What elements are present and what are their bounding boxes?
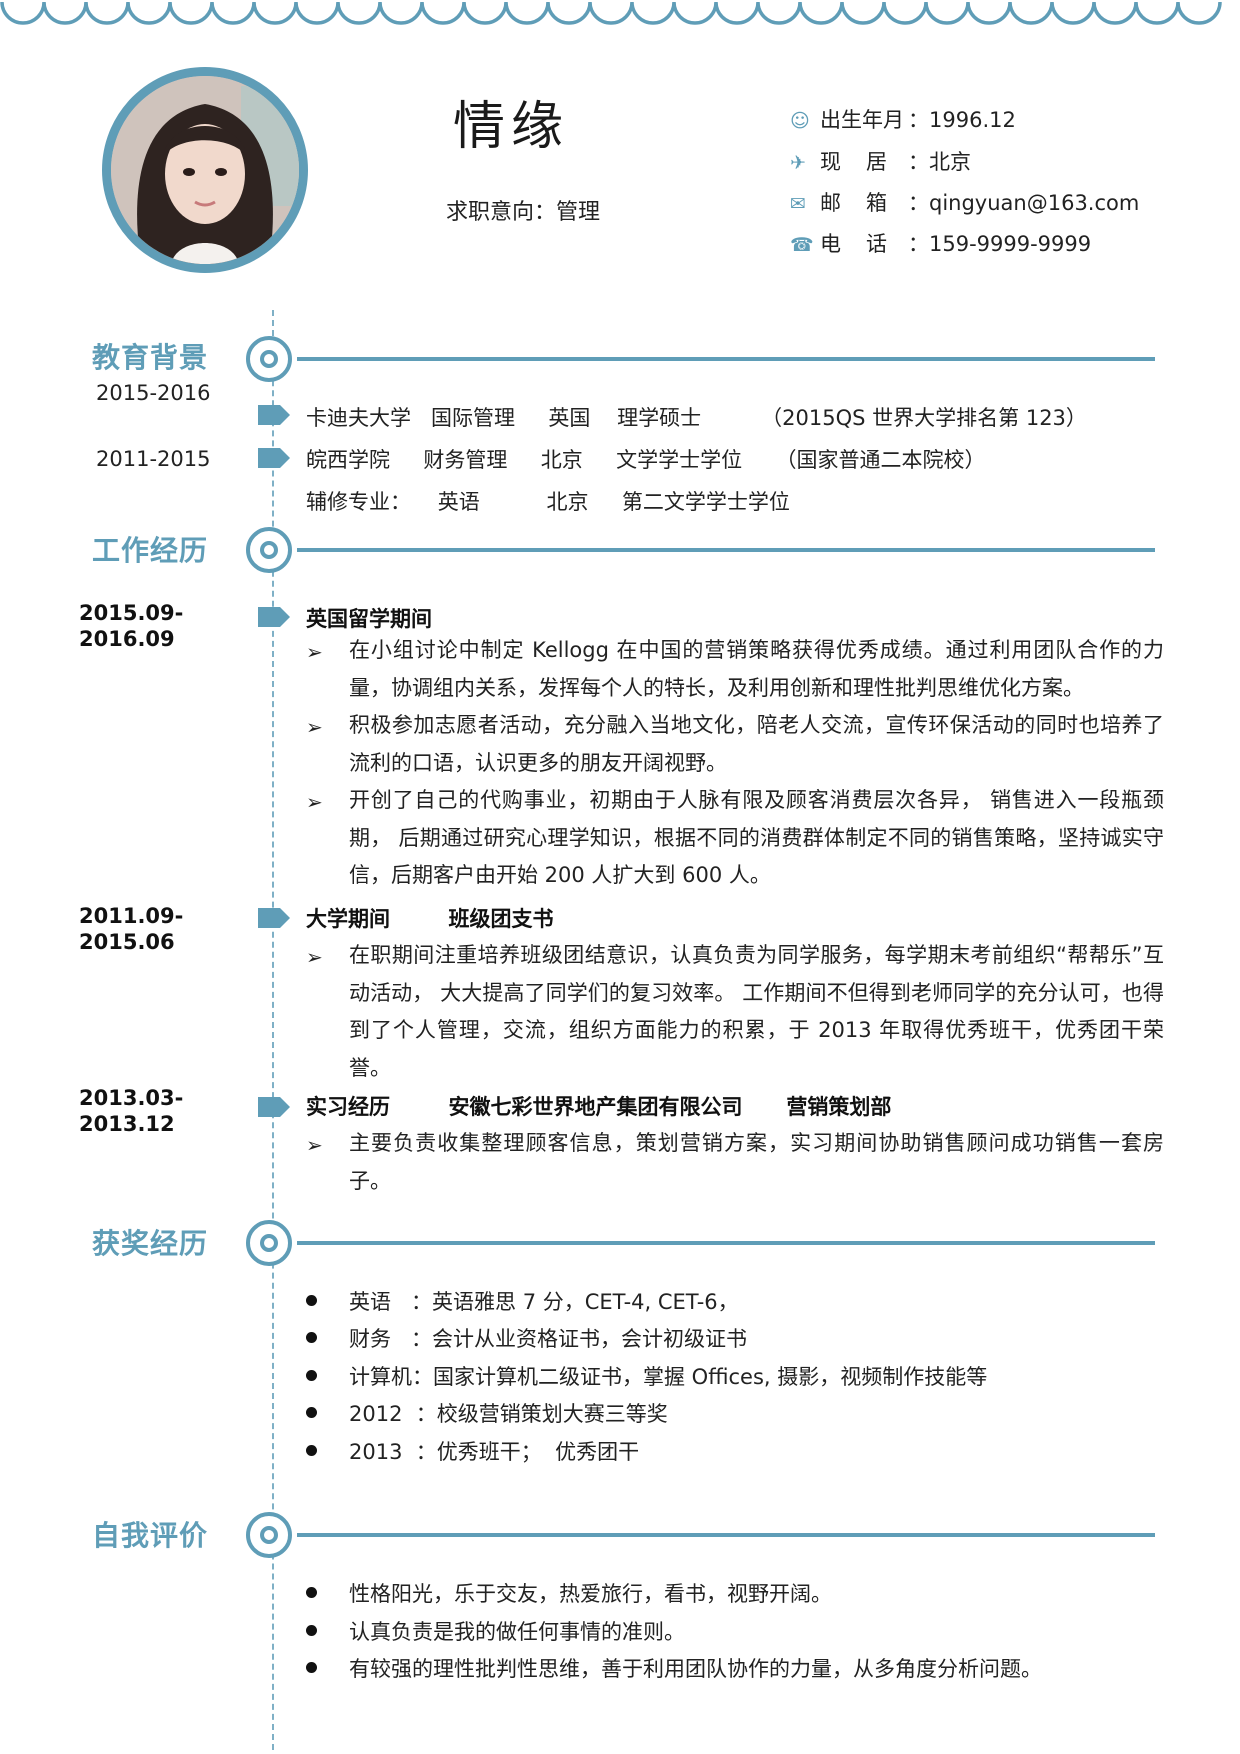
- job-date-end: 2016.09: [79, 627, 175, 651]
- section-title-awards: 获奖经历: [92, 1227, 209, 1260]
- job-date: 2011.09- 2015.06: [79, 903, 183, 955]
- bullet-dot: [306, 1662, 317, 1673]
- tag-arrow-icon: [258, 908, 290, 928]
- timeline-line: [272, 310, 274, 1750]
- tag-arrow-icon: [258, 1097, 290, 1117]
- section-title-self: 自我评价: [92, 1519, 209, 1552]
- info-value[interactable]: ：qingyuan@163.com: [908, 191, 1140, 215]
- section-divider: [297, 1241, 1155, 1245]
- info-birth: ☺ 出生年月：1996.12: [790, 104, 1016, 134]
- job-bullet-text: 在职期间注重培养班级团结意识，认真负责为同学服务，每学期末考前组织“帮帮乐”互动…: [349, 943, 1164, 1080]
- bullet-dot: [306, 1295, 317, 1306]
- arrow-bullet-icon: ➢: [306, 945, 323, 969]
- tag-arrow-icon: [258, 448, 290, 468]
- job-bullet-text: 主要负责收集整理顾客信息，策划营销方案，实习期间协助销售顾问成功销售一套房子。: [349, 1131, 1164, 1193]
- bullet-dot: [306, 1370, 317, 1381]
- section-divider: [297, 357, 1155, 361]
- job-date: 2015.09- 2016.09: [79, 600, 183, 652]
- bullet-dot: [306, 1445, 317, 1456]
- bullet-dot: [306, 1407, 317, 1418]
- info-value: ：1996.12: [908, 108, 1016, 132]
- info-phone: ☎ 电话：159-9999-9999: [790, 228, 1091, 258]
- job-date-end: 2015.06: [79, 930, 175, 954]
- arrow-bullet-icon: ➢: [306, 640, 323, 664]
- mail-icon: ✉: [790, 193, 806, 215]
- info-residence: ✈ 现居：北京: [790, 146, 971, 176]
- edu-year: 2015-2016: [96, 381, 211, 405]
- target-icon: [246, 1512, 292, 1558]
- smile-icon: ☺: [790, 110, 810, 132]
- section-divider: [297, 548, 1155, 552]
- award-item: 英语 ：英语雅思 7 分，CET-4, CET-6，: [349, 1290, 739, 1314]
- job-title: 大学期间 班级团支书: [306, 907, 554, 931]
- section-title-education: 教育背景: [92, 341, 209, 374]
- edu-line-minor: 辅修专业： 英语 北京 第二文学学士学位: [306, 490, 790, 514]
- job-date-start: 2015.09-: [79, 601, 184, 625]
- job-date-end: 2013.12: [79, 1112, 175, 1136]
- arrow-bullet-icon: ➢: [306, 790, 323, 814]
- info-label: 出生年月: [820, 108, 904, 132]
- info-label: 邮箱: [820, 191, 912, 215]
- section-divider: [297, 1533, 1155, 1537]
- award-item: 计算机：国家计算机二级证书，掌握 Offices, 摄影，视频制作技能等: [349, 1365, 988, 1389]
- bullet-dot: [306, 1587, 317, 1598]
- info-value[interactable]: ：159-9999-9999: [908, 232, 1092, 256]
- award-item: 2013 ：优秀班干； 优秀团干: [349, 1440, 640, 1464]
- candidate-name: 情缘: [453, 97, 570, 157]
- job-title: 实习经历 安徽七彩世界地产集团有限公司 营销策划部: [306, 1095, 892, 1119]
- target-icon: [246, 336, 292, 382]
- tag-arrow-icon: [258, 405, 290, 425]
- self-item: 有较强的理性批判性思维，善于利用团队协作的力量，从多角度分析问题。: [349, 1657, 1042, 1681]
- edu-year: 2011-2015: [96, 447, 211, 471]
- scallop-border: [0, 1, 1222, 25]
- target-icon: [246, 1220, 292, 1266]
- self-item: 认真负责是我的做任何事情的准则。: [349, 1620, 685, 1644]
- info-label: 电话: [820, 232, 912, 256]
- info-email: ✉ 邮箱：qingyuan@163.com: [790, 187, 1139, 217]
- edu-line: 皖西学院 财务管理 北京 文学学士学位 （国家普通二本院校）: [306, 448, 986, 472]
- job-date-start: 2011.09-: [79, 904, 184, 928]
- section-title-work: 工作经历: [92, 534, 209, 567]
- job-title: 英国留学期间: [306, 607, 432, 631]
- profile-photo: [102, 67, 308, 273]
- job-bullet-text: 在小组讨论中制定 Kellogg 在中国的营销策略获得优秀成绩。通过利用团队合作…: [349, 638, 1164, 700]
- bullet-dot: [306, 1332, 317, 1343]
- job-bullet-text: 积极参加志愿者活动，充分融入当地文化，陪老人交流，宣传环保活动的同时也培养了流利…: [349, 713, 1164, 775]
- edu-line: 卡迪夫大学 国际管理 英国 理学硕士 （2015QS 世界大学排名第 123）: [306, 406, 1087, 430]
- self-item: 性格阳光，乐于交友，热爱旅行，看书，视野开阔。: [349, 1582, 832, 1606]
- plane-icon: ✈: [790, 152, 806, 174]
- job-bullet-text: 开创了自己的代购事业，初期由于人脉有限及顾客消费层次各异， 销售进入一段瓶颈期，…: [349, 788, 1164, 887]
- info-value: ：北京: [908, 150, 971, 174]
- job-date-start: 2013.03-: [79, 1086, 184, 1110]
- portrait-illustration: [111, 76, 299, 264]
- job-date: 2013.03- 2013.12: [79, 1085, 183, 1137]
- bullet-dot: [306, 1625, 317, 1636]
- info-label: 现居: [820, 150, 912, 174]
- phone-icon: ☎: [790, 234, 814, 256]
- job-intent: 求职意向：管理: [446, 200, 601, 225]
- award-item: 财务 ：会计从业资格证书，会计初级证书: [349, 1327, 748, 1351]
- target-icon: [246, 527, 292, 573]
- arrow-bullet-icon: ➢: [306, 1133, 323, 1157]
- award-item: 2012 ：校级营销策划大赛三等奖: [349, 1402, 668, 1426]
- arrow-bullet-icon: ➢: [306, 715, 323, 739]
- tag-arrow-icon: [258, 607, 290, 627]
